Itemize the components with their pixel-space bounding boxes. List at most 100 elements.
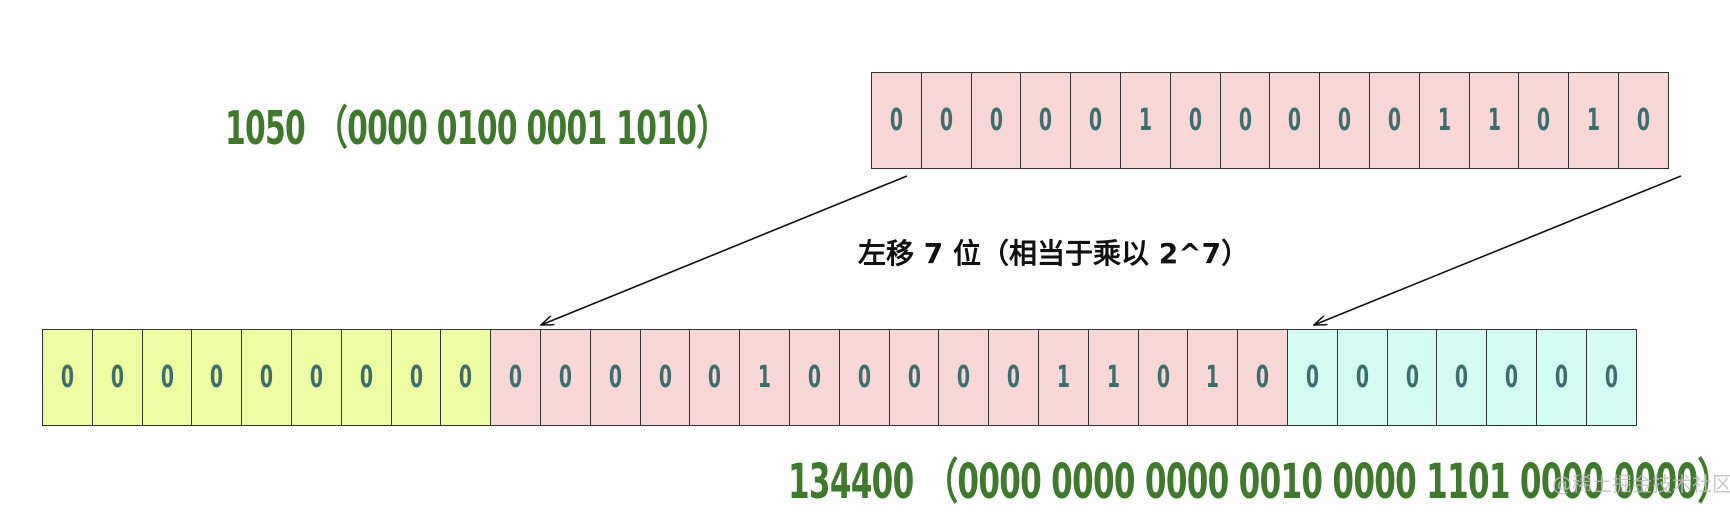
bit-value: 0 — [359, 360, 373, 395]
bit-value: 0 — [210, 360, 224, 395]
bit-cell: 0 — [42, 329, 93, 426]
bit-cell: 0 — [888, 329, 940, 426]
bit-cell: 0 — [290, 329, 342, 426]
bit-cell: 0 — [1319, 72, 1370, 169]
bit-cell: 0 — [91, 329, 143, 426]
bit-value: 0 — [1006, 360, 1021, 395]
bit-cell: 1 — [1087, 329, 1139, 426]
bit-cell: 0 — [141, 329, 193, 426]
bit-value: 0 — [1089, 103, 1103, 138]
bit-cell: 1 — [1468, 72, 1520, 169]
bit-cell: 0 — [191, 329, 243, 426]
bit-cell: 0 — [241, 329, 292, 426]
bit-value: 0 — [459, 360, 473, 395]
bit-value: 0 — [1337, 103, 1352, 138]
bit-value: 0 — [939, 103, 953, 138]
bit-cell: 0 — [1486, 329, 1537, 426]
bit-cell: 1 — [1037, 329, 1089, 426]
bit-value: 0 — [807, 360, 821, 395]
bit-cell: 0 — [689, 329, 741, 426]
bit-value: 0 — [1156, 360, 1170, 395]
bit-cell: 0 — [1436, 329, 1488, 426]
bit-cell: 0 — [970, 72, 1022, 169]
left-shift-arrow — [541, 175, 908, 325]
bit-value: 0 — [558, 360, 572, 395]
bit-cell: 0 — [1535, 329, 1587, 426]
bit-cell: 0 — [390, 329, 442, 426]
bit-cell: 0 — [1386, 329, 1438, 426]
bit-value: 0 — [989, 103, 1003, 138]
result-value-label: 134400 （0000 0000 0000 0010 0000 1101 00… — [788, 454, 1730, 510]
bit-value: 1 — [1586, 103, 1601, 138]
bit-value: 0 — [508, 360, 523, 395]
bit-value: 1 — [757, 360, 772, 395]
bit-cell: 0 — [1020, 72, 1072, 169]
bit-value: 0 — [1455, 360, 1469, 395]
bit-cell: 0 — [1336, 329, 1388, 426]
bit-value: 1 — [1437, 103, 1451, 138]
bit-cell: 0 — [1137, 329, 1189, 426]
bit-cell: 0 — [920, 72, 972, 169]
bit-value: 1 — [1056, 360, 1070, 395]
bit-value: 0 — [409, 360, 423, 395]
bit-cell: 0 — [788, 329, 840, 426]
bit-value: 0 — [1537, 103, 1551, 138]
bit-value: 0 — [1188, 103, 1202, 138]
bit-cell: 0 — [1368, 72, 1420, 169]
bit-value: 0 — [708, 360, 722, 395]
bit-cell: 0 — [1269, 72, 1321, 169]
bit-value: 0 — [608, 360, 622, 395]
bit-value: 0 — [1636, 103, 1650, 138]
bit-cell: 0 — [988, 329, 1039, 426]
bit-value: 0 — [60, 360, 74, 395]
bit-cell: 0 — [1585, 329, 1637, 426]
right-shift-arrow — [1314, 175, 1682, 325]
bit-value: 0 — [1504, 360, 1519, 395]
bit-cell: 1 — [1187, 329, 1239, 426]
bit-cell: 0 — [1518, 72, 1570, 169]
bit-value: 0 — [1039, 103, 1053, 138]
bit-cell: 0 — [1237, 329, 1288, 426]
bit-value: 0 — [1305, 360, 1319, 395]
bit-value: 0 — [889, 103, 903, 138]
bit-cell: 0 — [440, 329, 492, 426]
watermark: @稀土掘金技术社区 — [1552, 472, 1730, 496]
bit-value: 0 — [1604, 360, 1618, 395]
bit-cell: 0 — [938, 329, 990, 426]
bit-value: 0 — [907, 360, 921, 395]
bit-cell: 0 — [539, 329, 591, 426]
bit-value: 0 — [309, 360, 323, 395]
bit-cell: 0 — [340, 329, 392, 426]
bit-cell: 0 — [871, 72, 922, 169]
bit-cell: 1 — [1418, 72, 1470, 169]
bit-value: 1 — [1206, 360, 1220, 395]
bit-value: 1 — [1138, 103, 1152, 138]
bit-cell: 0 — [1617, 72, 1669, 169]
bit-value: 0 — [1554, 360, 1568, 395]
bit-cell: 0 — [1070, 72, 1121, 169]
bit-value: 1 — [1106, 360, 1120, 395]
bit-cell: 0 — [639, 329, 691, 426]
shift-description: 左移 7 位（相当于乘以 2^7） — [858, 237, 1250, 270]
bit-value: 0 — [260, 360, 274, 395]
bit-cell: 0 — [1219, 72, 1271, 169]
bit-cell: 0 — [589, 329, 641, 426]
bit-cell: 0 — [1169, 72, 1221, 169]
bit-value: 0 — [1355, 360, 1369, 395]
bit-cell: 0 — [490, 329, 541, 426]
bit-value: 0 — [957, 360, 971, 395]
bit-value: 0 — [110, 360, 124, 395]
bit-cell: 1 — [1568, 72, 1619, 169]
bit-value: 0 — [1288, 103, 1302, 138]
bit-value: 0 — [160, 360, 174, 395]
bit-value: 1 — [1487, 103, 1501, 138]
bit-cell: 1 — [739, 329, 790, 426]
original-value-label: 1050 （0000 0100 0001 1010） — [225, 101, 729, 155]
bit-cell: 1 — [1119, 72, 1171, 169]
bit-value: 0 — [1238, 103, 1252, 138]
bit-value: 0 — [1405, 360, 1419, 395]
bit-value: 0 — [857, 360, 871, 395]
bit-cell: 0 — [1286, 329, 1338, 426]
